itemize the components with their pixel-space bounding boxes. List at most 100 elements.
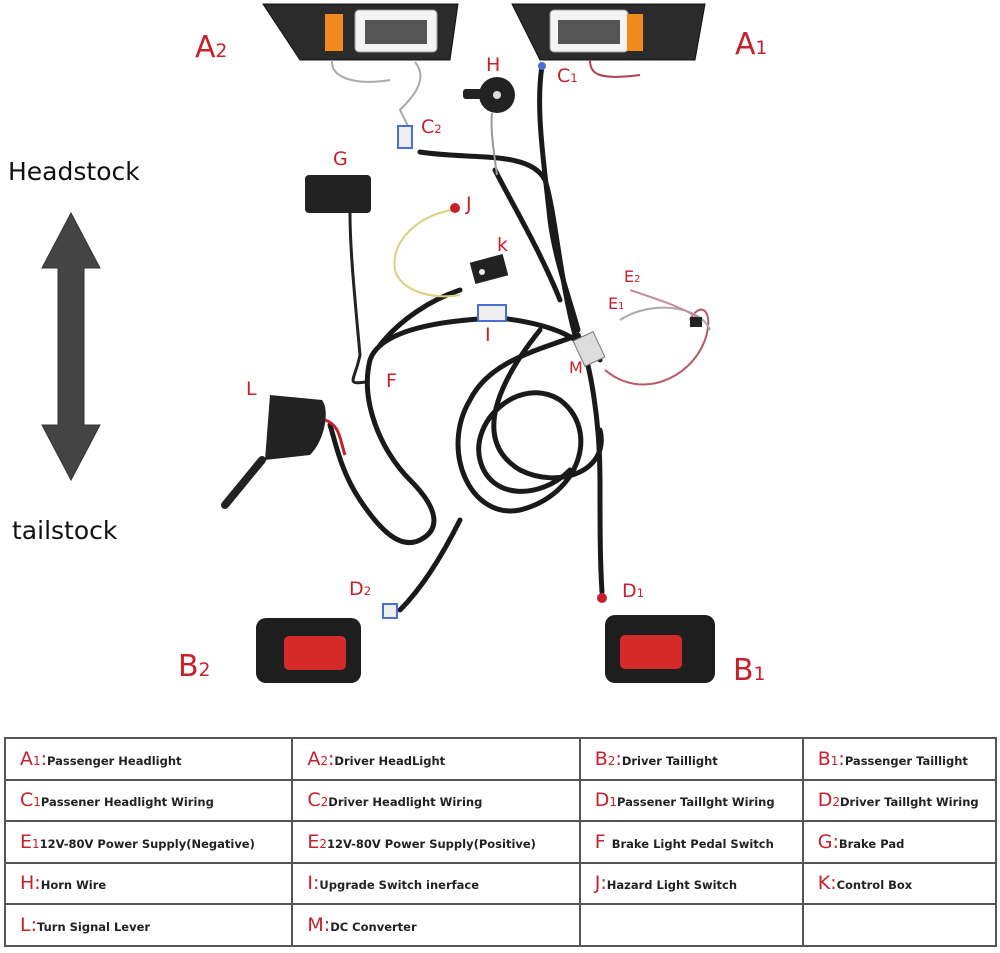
legend-description: Driver Taillght Wiring (840, 795, 979, 810)
legend-code-letter: F (594, 830, 606, 853)
callout-j: J (466, 193, 472, 215)
legend-description: Horn Wire (40, 878, 107, 893)
legend-code: D1 (595, 789, 617, 811)
legend-code-letter: D (817, 789, 833, 812)
legend-code: D2 (818, 789, 840, 811)
turn-signal-lever (221, 395, 347, 509)
legend-code-separator: : (615, 747, 622, 770)
legend-cell: E212V-80V Power Supply(Positive) (291, 820, 581, 864)
legend-code: G: (818, 831, 839, 853)
driver-headlight (262, 3, 459, 149)
legend-cell: K:Control Box (801, 861, 998, 905)
legend-cell: A2:Driver HeadLight (291, 737, 581, 781)
legend-cell: C1Passener Headlight Wiring (3, 778, 294, 822)
legend-description: Passener Headlight Wiring (40, 795, 214, 810)
legend-code-subscript: 1 (32, 836, 40, 851)
legend-description: Hazard Light Switch (606, 878, 738, 893)
legend-code: F (595, 831, 612, 853)
legend-cell: I:Upgrade Switch inerface (291, 861, 581, 905)
legend-code: M: (307, 914, 330, 936)
legend-description: Turn Signal Lever (37, 919, 151, 934)
legend-cell: M:DC Converter (291, 903, 581, 947)
legend-code-letter: I (307, 872, 313, 895)
legend-code-subscript: 1 (830, 753, 839, 768)
legend-code-subscript: 1 (609, 795, 618, 810)
legend-cell: G:Brake Pad (801, 820, 998, 864)
legend-description: Control Box (836, 878, 913, 893)
legend-code-letter: B (594, 747, 608, 770)
legend-code-separator: : (312, 872, 320, 895)
legend-description: Driver Taillight (621, 753, 718, 768)
legend-cell: A1:Passenger Headlight (3, 737, 294, 781)
legend-cell (801, 903, 998, 947)
legend-code-subscript: 1 (33, 795, 41, 810)
callout-c2: C2 (421, 116, 442, 138)
legend-code-letter: E (20, 830, 33, 853)
callout-g: G (333, 148, 348, 170)
switch-interface-connector (477, 304, 507, 322)
legend-description: Driver Headlight Wiring (328, 795, 483, 810)
callout-f: F (386, 370, 397, 392)
legend-cell: D2Driver Taillght Wiring (801, 778, 998, 822)
legend-code-subscript: 2 (832, 795, 840, 810)
legend-code-separator: : (40, 747, 48, 770)
wiring-diagram: Headstock tailstock A2 A1 H C1 C2 G J k … (8, 3, 767, 686)
legend-description: DC Converter (330, 919, 417, 934)
legend-description: Passenger Headlight (47, 753, 182, 768)
legend-code-letter: B (817, 747, 831, 770)
headstock-label: Headstock (8, 157, 140, 186)
diagram-drawing (41, 3, 715, 683)
callout-i: I (485, 324, 491, 346)
legend-code-separator: : (600, 872, 607, 895)
legend-code-subscript: 2 (320, 795, 329, 810)
legend-row: E112V-80V Power Supply(Negative)E212V-80… (3, 820, 998, 864)
legend-code-letter: A (307, 747, 321, 770)
legend-description: Brake Light Pedal Switch (611, 836, 774, 851)
callout-c1: C1 (557, 65, 578, 87)
harness-cables (327, 63, 605, 613)
legend-description: Passenger Taillight (844, 753, 968, 768)
legend-cell: B1:Passenger Taillight (801, 737, 998, 781)
hazard-switch (393, 203, 461, 298)
legend-description: Driver HeadLight (334, 753, 446, 768)
legend-code-separator: : (328, 747, 335, 770)
legend-description: Passener Taillght Wiring (617, 795, 775, 810)
legend-cell (578, 903, 804, 947)
legend-code: E2 (307, 831, 327, 853)
legend-description: Upgrade Switch inerface (319, 878, 479, 893)
legend-code-letter: D (594, 789, 610, 812)
legend-cell: E112V-80V Power Supply(Negative) (3, 820, 294, 864)
legend-cell: J:Hazard Light Switch (578, 861, 804, 905)
callout-l: L (246, 378, 257, 400)
callout-d2: D2 (349, 578, 372, 600)
legend-code-letter: H (20, 872, 35, 895)
legend-code-letter: M (307, 913, 324, 936)
legend-cell: D1Passener Taillght Wiring (578, 778, 804, 822)
legend-code-letter: G (817, 830, 833, 853)
legend-code-separator: : (34, 872, 41, 895)
callout-d1: D1 (622, 580, 645, 602)
legend-code-subscript: 1 (33, 753, 41, 768)
legend-cell: F Brake Light Pedal Switch (578, 820, 804, 864)
legend-code: B2: (595, 748, 622, 770)
callout-e1: E1 (608, 294, 625, 313)
legend-code-letter: A (20, 747, 33, 770)
legend-code-separator: : (323, 913, 331, 936)
legend-code-letter: K (817, 872, 831, 895)
legend-cell: B2:Driver Taillight (578, 737, 804, 781)
legend-cell: C2Driver Headlight Wiring (291, 778, 581, 822)
tailstock-label: tailstock (12, 516, 118, 545)
callout-h: H (486, 54, 501, 76)
legend-code-letter: L (20, 913, 31, 936)
legend-code-separator: : (832, 830, 839, 853)
legend-code: C1 (20, 789, 41, 811)
callout-k: k (497, 234, 509, 256)
dc-converter (572, 289, 711, 386)
legend-code: K: (818, 872, 837, 894)
legend-code-separator: : (838, 747, 845, 770)
legend-code: B1: (818, 748, 845, 770)
legend-code: A2: (307, 748, 334, 770)
